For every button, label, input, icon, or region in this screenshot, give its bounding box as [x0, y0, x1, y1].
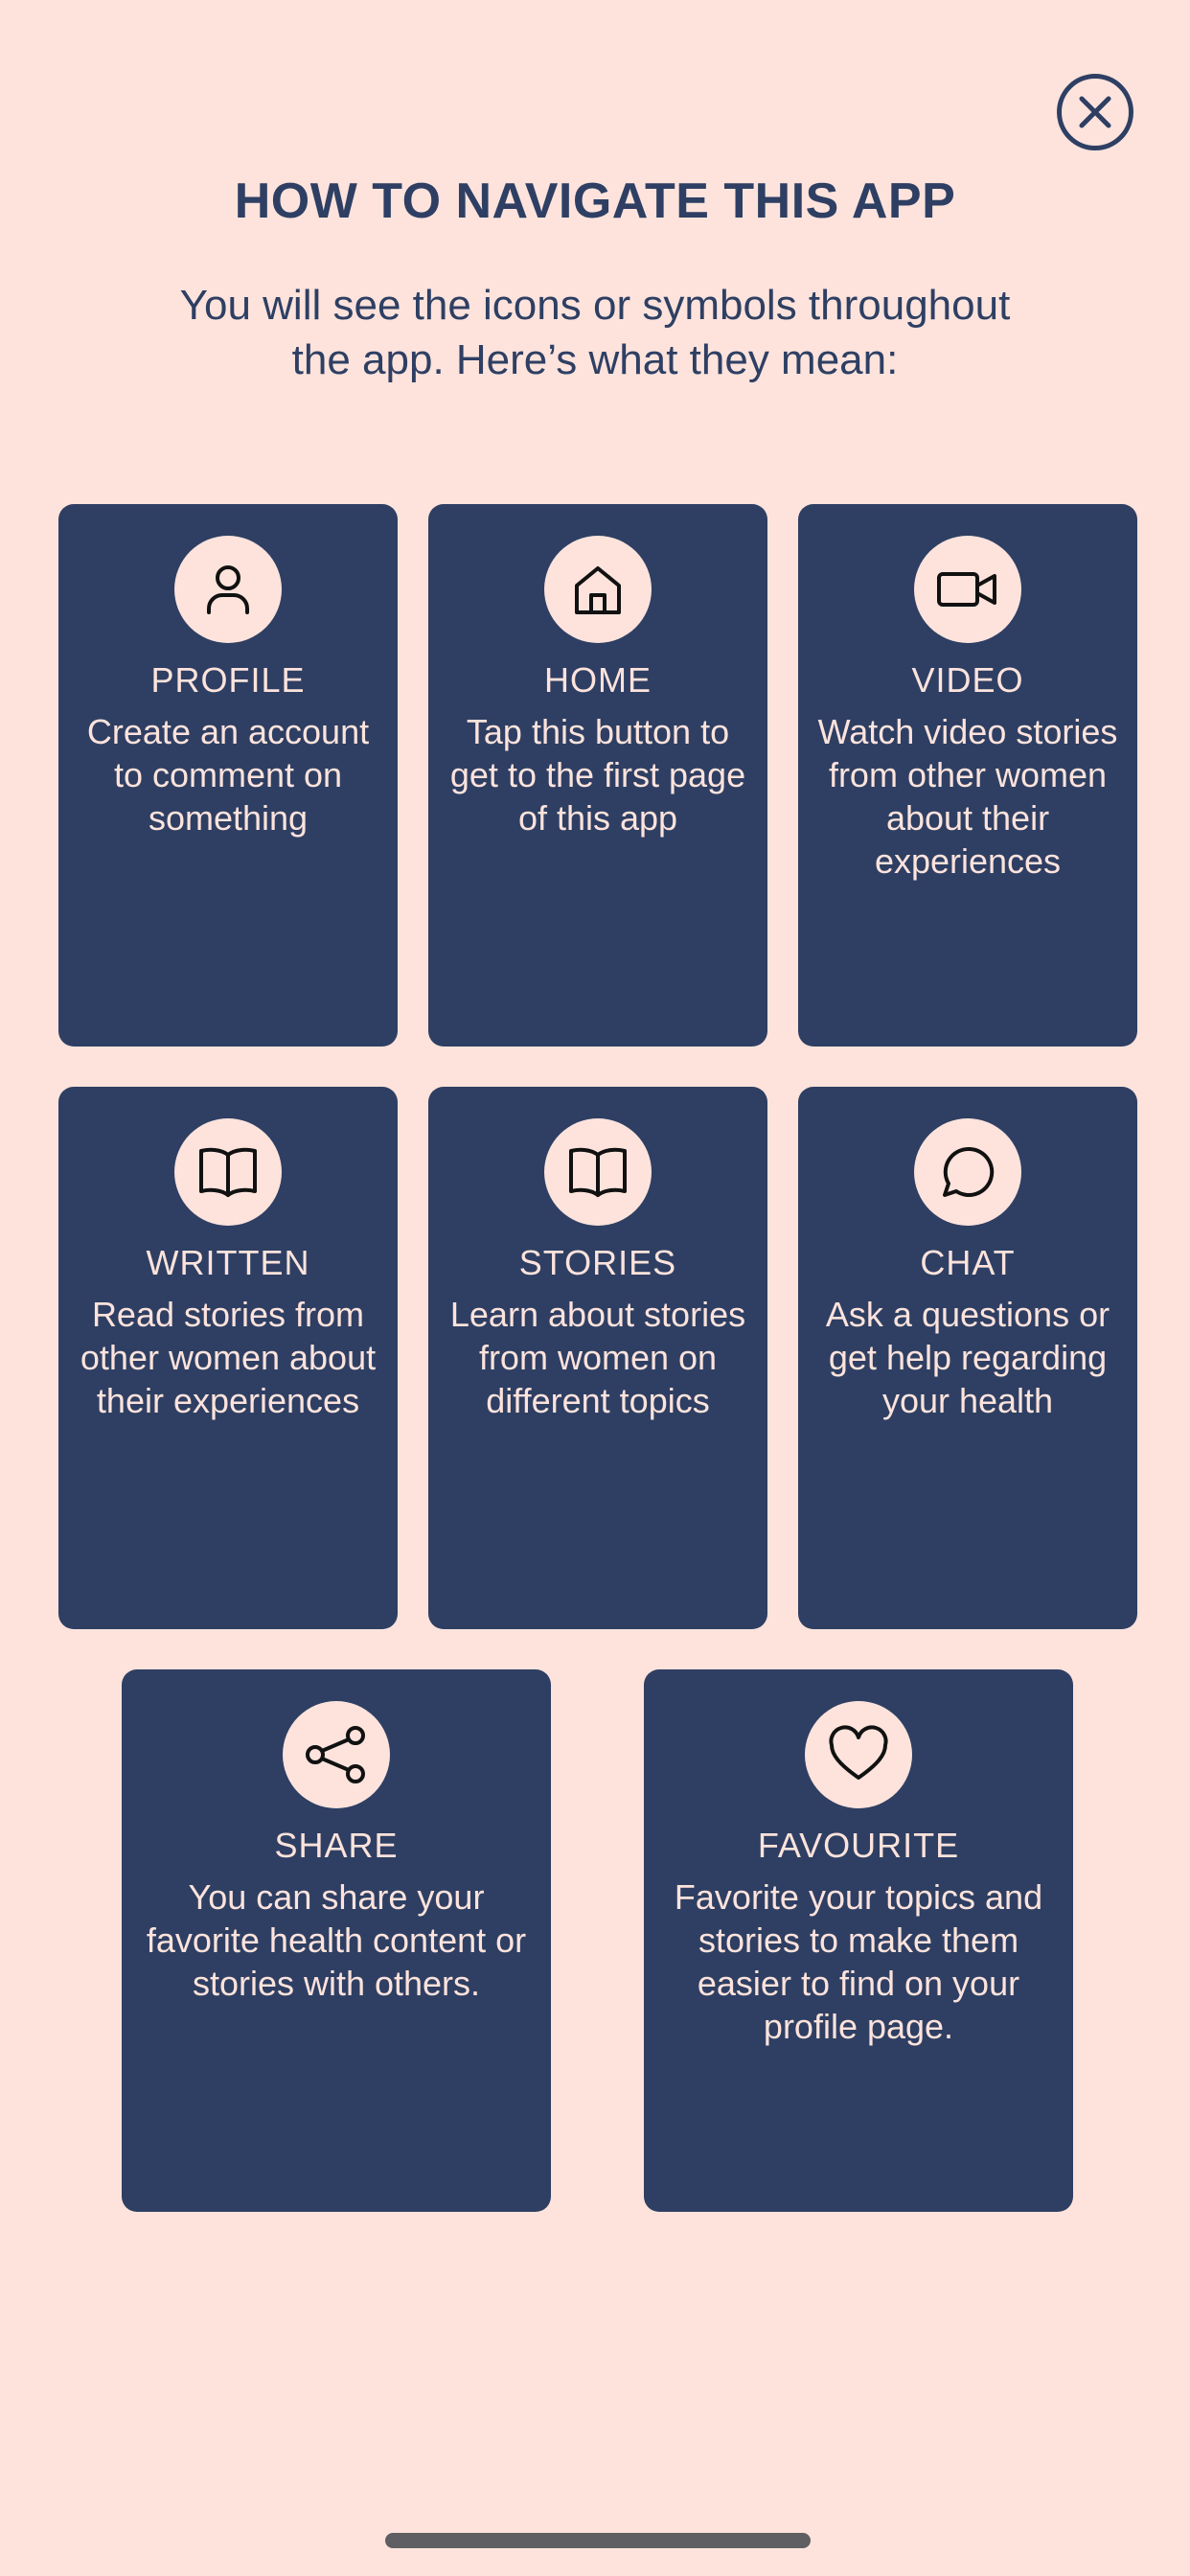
card-description: Favorite your topics and stories to make…: [674, 1877, 1043, 2046]
home-indicator[interactable]: [385, 2533, 811, 2548]
icon-circle: [544, 536, 652, 643]
card-share: SHARE You can share your favorite health…: [122, 1669, 551, 2212]
open-book-icon: [569, 1147, 627, 1197]
card-profile: PROFILE Create an account to comment on …: [58, 504, 398, 1046]
card-description: Tap this button to get to the first page…: [449, 712, 746, 838]
card-written: WRITTEN Read stories from other women ab…: [58, 1087, 398, 1629]
close-button[interactable]: [1057, 74, 1133, 150]
card-description: Watch video stories from other women abo…: [817, 712, 1118, 881]
card-title: HOME: [544, 660, 652, 700]
card-title: STORIES: [518, 1243, 677, 1282]
page-subtitle: You will see the icons or symbols throug…: [179, 282, 1011, 383]
chat-bubble-icon: [943, 1146, 995, 1197]
card-description: You can share your favorite health conte…: [146, 1877, 527, 2003]
card-title: VIDEO: [911, 660, 1024, 700]
page-title: HOW TO NAVIGATE THIS APP: [234, 173, 956, 229]
card-title: WRITTEN: [146, 1243, 310, 1282]
card-description: Read stories from other women about thei…: [80, 1295, 377, 1420]
icon-circle: [283, 1701, 390, 1808]
icon-circle: [174, 536, 282, 643]
icon-circle: [544, 1118, 652, 1226]
card-favourite: FAVOURITE Favorite your topics and stori…: [644, 1669, 1073, 2212]
card-title: FAVOURITE: [757, 1826, 960, 1865]
heart-icon: [829, 1725, 888, 1780]
close-icon: [1079, 96, 1111, 128]
card-chat: CHAT Ask a questions or get help regardi…: [798, 1087, 1137, 1629]
card-video: VIDEO Watch video stories from other wom…: [798, 504, 1137, 1046]
open-book-icon: [199, 1147, 257, 1197]
share-icon: [306, 1726, 365, 1783]
card-home: HOME Tap this button to get to the first…: [428, 504, 767, 1046]
card-title: CHAT: [920, 1243, 1016, 1282]
card-description: Ask a questions or get help regarding yo…: [825, 1295, 1110, 1420]
person-icon: [207, 565, 249, 614]
icon-circle: [805, 1701, 912, 1808]
card-title: PROFILE: [150, 660, 306, 700]
card-stories: STORIES Learn about stories from women o…: [428, 1087, 767, 1629]
icon-circle: [174, 1118, 282, 1226]
icon-circle: [914, 536, 1021, 643]
home-icon: [575, 566, 621, 614]
icon-circle: [914, 1118, 1021, 1226]
card-description: Create an account to comment on somethin…: [86, 712, 370, 838]
video-camera-icon: [937, 572, 996, 607]
card-description: Learn about stories from women on differ…: [449, 1295, 746, 1420]
card-title: SHARE: [274, 1826, 399, 1865]
